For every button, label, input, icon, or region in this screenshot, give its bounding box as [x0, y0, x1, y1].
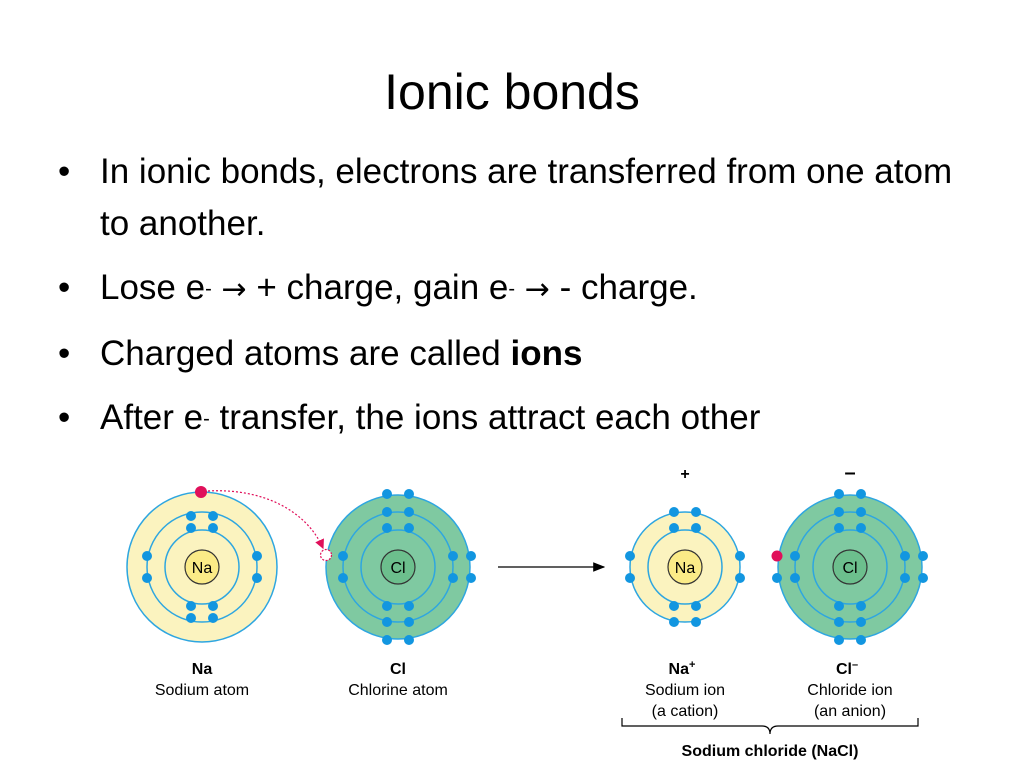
bullet-marker: • — [58, 268, 71, 307]
bullet-marker: • — [58, 152, 71, 191]
bullet-marker: • — [58, 334, 71, 373]
chlorine-electrons — [338, 489, 476, 645]
chlorine-atom: Cl — [319, 489, 476, 645]
gained-electron — [771, 550, 783, 562]
bullet-item: • In ionic bonds, electrons are transfer… — [58, 146, 978, 250]
chloride-electrons — [772, 489, 928, 645]
sodium-ion-symbol: Na+ — [669, 659, 696, 678]
cation-description: (a cation) — [652, 703, 719, 720]
superscript-minus: - — [205, 278, 212, 300]
anion-charge: – — [844, 462, 855, 484]
bullet-text: + charge, gain e — [256, 268, 509, 307]
sodium-ion-electrons — [625, 507, 745, 627]
sodium-electrons — [142, 511, 262, 623]
chloride-ion-name: Chloride ion — [807, 682, 892, 699]
bullet-text: Lose e — [100, 268, 206, 307]
superscript-minus: - — [203, 408, 210, 430]
anion-description: (an anion) — [814, 703, 886, 720]
arrow-right-icon: → — [221, 272, 247, 307]
chlorine-nucleus — [380, 549, 416, 585]
sodium-atom-symbol: Na — [192, 661, 213, 678]
bullet-list: • In ionic bonds, electrons are transfer… — [58, 146, 978, 456]
electron-transfer-path — [207, 490, 324, 550]
bullet-item: • After e- transfer, the ions attract ea… — [58, 392, 978, 444]
superscript-minus: - — [508, 278, 516, 300]
sodium-atom-name: Sodium atom — [155, 682, 249, 699]
sodium-ion-nucleus-label: Na — [675, 560, 696, 577]
compound-caption: Sodium chloride (NaCl) — [682, 743, 859, 760]
sodium-atom: Na — [126, 486, 278, 643]
bullet-item: • Lose e- → + charge, gain e- → - charge… — [58, 262, 978, 316]
compound-bracket — [621, 718, 919, 735]
ionic-bond-diagram: Na Cl — [126, 462, 928, 760]
cation-charge: + — [680, 466, 689, 483]
bullet-marker: • — [58, 398, 71, 437]
slide-title: Ionic bonds — [384, 64, 640, 120]
electron-vacancy — [319, 548, 333, 562]
chlorine-atom-name: Chlorine atom — [348, 682, 448, 699]
chlorine-atom-symbol: Cl — [390, 661, 406, 678]
chlorine-nucleus-label: Cl — [390, 560, 405, 577]
bullet-text: After e — [100, 398, 204, 437]
sodium-ion: + Na — [625, 466, 745, 627]
bullet-text: transfer, the ions attract each other — [209, 398, 761, 437]
bullet-text: - charge. — [559, 268, 698, 307]
sodium-ion-name: Sodium ion — [645, 682, 725, 699]
chloride-nucleus — [832, 549, 868, 585]
sodium-ion-nucleus — [667, 549, 703, 585]
arrow-right-icon: → — [524, 272, 550, 307]
bullet-item: • Charged atoms are called ions — [58, 328, 978, 380]
bullet-text: Charged atoms are called — [100, 334, 511, 373]
chloride-nucleus-label: Cl — [842, 560, 857, 577]
transferred-electron — [195, 486, 207, 498]
sodium-nucleus — [184, 549, 220, 585]
chloride-ion: – Cl — [771, 462, 928, 645]
sodium-nucleus-label: Na — [192, 560, 213, 577]
bullet-text: In ionic bonds, electrons are transferre… — [100, 152, 953, 243]
chloride-ion-symbol: Cl– — [836, 659, 858, 678]
bullet-bold-text: ions — [510, 334, 583, 373]
